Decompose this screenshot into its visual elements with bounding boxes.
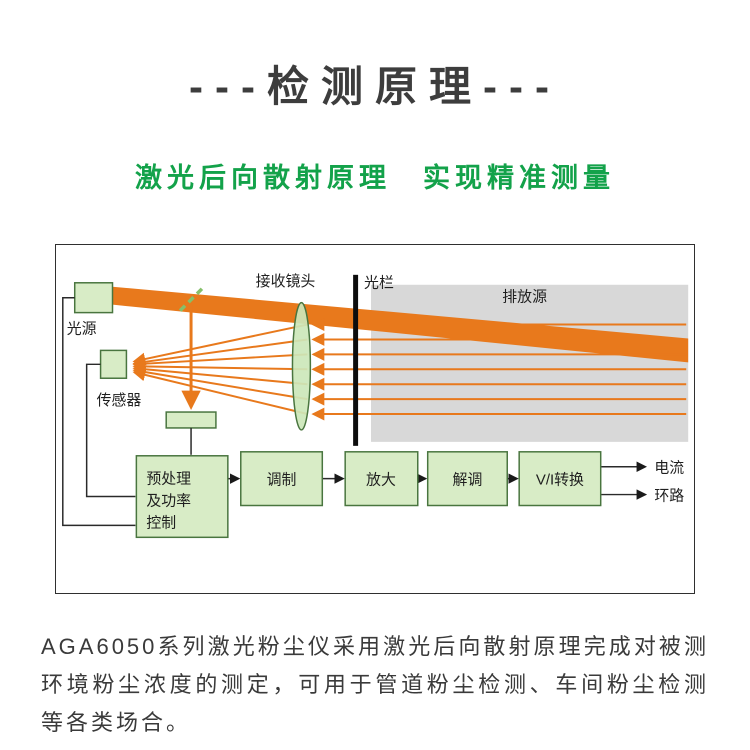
aperture-bar: [353, 274, 359, 446]
description-text: AGA6050系列激光粉尘仪采用激光后向散射原理完成对被测环境粉尘浓度的测定，可…: [41, 634, 709, 735]
page-title: ---检测原理---: [189, 63, 561, 110]
aperture-label: 光栏: [364, 275, 394, 292]
preprocess-label-line3: 控制: [146, 514, 176, 531]
receiving-lens: [291, 301, 312, 431]
principle-diagram: 光源 传感器 接收镜头 光栏 排放源 预处理 及功率 控制 调制 放大 解调 V…: [55, 244, 695, 594]
modulation-box: [240, 451, 324, 507]
output-current-label: 电流: [654, 460, 684, 477]
emission-source-label: 排放源: [502, 289, 547, 306]
emission-area: [371, 284, 689, 442]
diagram-svg: 光源 传感器 接收镜头 光栏 排放源 预处理 及功率 控制 调制 放大 解调 V…: [62, 272, 689, 539]
amplification-box: [344, 451, 419, 507]
modulation-label: 调制: [267, 472, 297, 489]
light-source-label: 光源: [67, 320, 97, 337]
power-monitor-box: [165, 411, 217, 429]
output-loop-label: 环路: [654, 488, 684, 505]
sensor-box: [99, 349, 128, 379]
sensor-label: 传感器: [97, 392, 142, 409]
backscatter-rays: [132, 318, 687, 421]
light-source-box: [73, 282, 114, 314]
amplification-label: 放大: [366, 472, 396, 489]
receiving-lens-label: 接收镜头: [256, 272, 316, 290]
demodulation-label: 解调: [453, 472, 483, 489]
vi-conversion-box: [518, 451, 602, 507]
signal-wires: [62, 296, 648, 527]
preprocess-label-line2: 及功率: [146, 493, 191, 510]
beam-splitter: [178, 287, 204, 312]
demodulation-box: [426, 451, 508, 507]
vi-conversion-label: V/I转换: [536, 472, 584, 489]
preprocess-box: [135, 455, 229, 539]
page-subtitle: 激光后向散射原理 实现精准测量: [135, 163, 615, 193]
preprocess-label-line1: 预处理: [146, 471, 191, 488]
